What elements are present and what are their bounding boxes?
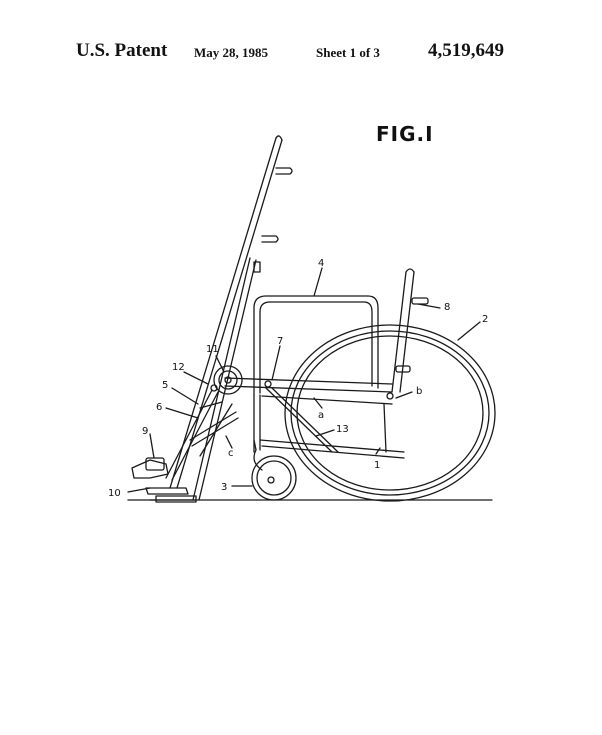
ref-12: 12: [172, 362, 185, 373]
ref-8: 8: [444, 302, 450, 313]
patent-label: U.S. Patent: [76, 40, 168, 61]
ref-c: c: [228, 448, 234, 459]
patent-header: U.S. Patent May 28, 1985 Sheet 1 of 3 4,…: [0, 36, 602, 66]
figure-title: FIG.I: [376, 122, 434, 146]
ref-4: 4: [318, 258, 324, 269]
ref-1: 1: [374, 460, 380, 471]
ref-11: 11: [206, 344, 219, 355]
sheet-number: Sheet 1 of 3: [316, 45, 380, 60]
armrest: [253, 295, 379, 396]
ref-3: 3: [221, 482, 227, 493]
rear-wheel: [284, 324, 496, 502]
ref-6: 6: [156, 402, 162, 413]
caster-wheel: [251, 439, 297, 501]
ref-7: 7: [277, 336, 283, 347]
patent-number: 4,519,649: [428, 40, 504, 61]
ref-a: a: [318, 410, 324, 421]
ref-10: 10: [108, 488, 121, 499]
ref-5: 5: [162, 380, 168, 391]
ref-13: 13: [336, 424, 349, 435]
ref-9: 9: [142, 426, 148, 437]
ref-b: b: [416, 386, 422, 397]
patent-date: May 28, 1985: [194, 45, 269, 60]
ref-2: 2: [482, 314, 488, 325]
